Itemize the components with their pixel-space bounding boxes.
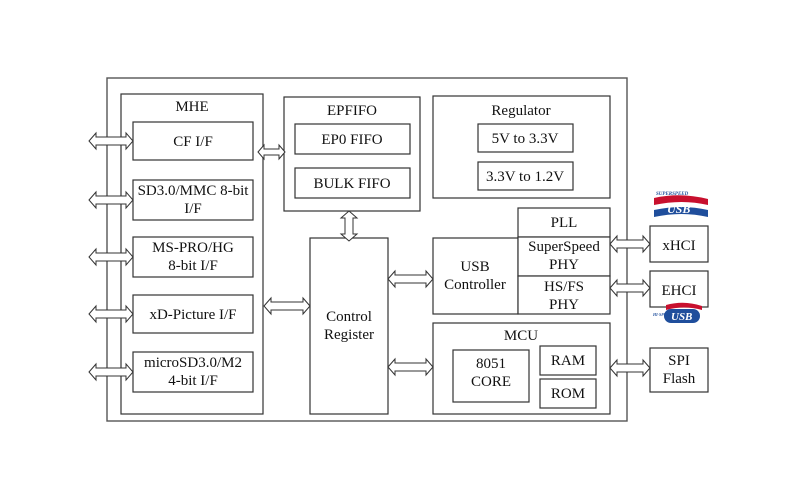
control-register-block — [309, 237, 389, 415]
xhci-label: xHCI — [662, 238, 695, 254]
hsfs-phy-label-line-2: PHY — [549, 297, 579, 313]
xd-picture-if-label: xD-Picture I/F — [149, 307, 236, 323]
control-usb-arrow — [387, 269, 434, 289]
reg-5v-box — [477, 123, 574, 153]
spi-flash-label-line-1: SPI — [668, 353, 690, 369]
sd-mmc-if-box — [132, 179, 254, 221]
usb-controller-block — [432, 237, 519, 315]
ep0-fifo-label: EP0 FIFO — [321, 132, 382, 148]
superspeed-phy-label-line-1: SuperSpeed — [528, 239, 600, 255]
usb-controller-label: USB Controller — [444, 259, 506, 293]
epfifo-title: EPFIFO — [327, 103, 377, 119]
ehci-label: EHCI — [662, 283, 697, 299]
microsd-if-label: microSD3.0/M2 4-bit I/F — [144, 355, 242, 389]
core-label-line-1: 8051 — [476, 356, 506, 372]
ms-external-arrow — [88, 247, 134, 267]
superspeed-logo-swoosh-blue — [654, 207, 708, 217]
usb-controller-label-line-1: USB — [460, 259, 489, 275]
control-register-label-line-2: Register — [324, 327, 374, 343]
hispeed-usb-logo: HI-SPEED USB — [652, 302, 702, 323]
epfifo-control-arrow — [339, 210, 359, 242]
hispeed-logo-caption: HI-SPEED — [652, 312, 672, 317]
mcu-spi-arrow — [609, 358, 651, 378]
chip-boundary — [106, 77, 628, 422]
pll-box — [517, 207, 611, 238]
cf-if-label: CF I/F — [173, 134, 213, 150]
control-register-label-line-1: Control — [326, 309, 372, 325]
spi-flash-box — [649, 347, 709, 393]
ram-label: RAM — [551, 353, 585, 369]
reg-5v-label: 5V to 3.3V — [492, 131, 559, 147]
ehci-box — [649, 270, 709, 308]
bulk-fifo-label: BULK FIFO — [313, 176, 390, 192]
rom-label: ROM — [551, 386, 585, 402]
ms-pro-if-box — [132, 236, 254, 278]
mhe-title: MHE — [175, 99, 208, 115]
usb-controller-label-line-2: Controller — [444, 277, 506, 293]
sd-mmc-if-label-line-2: I/F — [184, 201, 202, 217]
superspeed-logo-caption: SUPERSPEED — [656, 192, 689, 197]
superspeed-logo-swoosh-red — [654, 195, 708, 205]
ms-pro-if-label-line-1: MS-PRO/HG — [152, 240, 234, 256]
microsd-if-label-line-2: 4-bit I/F — [168, 373, 218, 389]
cf-external-arrow — [88, 131, 134, 151]
superspeed-usb-logo: SUPERSPEED USB — [654, 192, 708, 217]
mcu-title: MCU — [504, 328, 538, 344]
hsfs-phy-box — [517, 275, 611, 315]
rom-box — [539, 378, 597, 409]
hsfs-phy-label: HS/FS PHY — [544, 279, 584, 313]
microsd-if-box — [132, 351, 254, 393]
ms-pro-if-label: MS-PRO/HG 8-bit I/F — [152, 240, 234, 274]
microsd-external-arrow — [88, 362, 134, 382]
xd-picture-if-box — [132, 294, 254, 334]
reg-3v3-box — [477, 161, 574, 191]
reg-3v3-label: 3.3V to 1.2V — [486, 169, 564, 185]
bulk-fifo-box — [294, 167, 411, 199]
core-label-line-2: CORE — [471, 374, 511, 390]
xd-external-arrow — [88, 304, 134, 324]
hsfs-ehci-arrow — [609, 278, 651, 298]
hsfs-phy-label-line-1: HS/FS — [544, 279, 584, 295]
core-box — [452, 349, 530, 403]
superspeed-xhci-arrow — [609, 234, 651, 254]
spi-flash-label-line-2: Flash — [663, 371, 696, 387]
hispeed-logo-usb: USB — [671, 311, 692, 323]
microsd-if-label-line-1: microSD3.0/M2 — [144, 355, 242, 371]
control-mcu-arrow — [387, 357, 434, 377]
ms-pro-if-label-line-2: 8-bit I/F — [168, 258, 218, 274]
pll-label: PLL — [551, 215, 578, 231]
superspeed-phy-box — [517, 236, 611, 277]
superspeed-phy-label-line-2: PHY — [549, 257, 579, 273]
spi-flash-label: SPI Flash — [663, 353, 696, 387]
hispeed-logo-body — [664, 309, 700, 323]
xd-control-arrow — [263, 296, 311, 316]
hispeed-logo-swoosh-red — [666, 302, 702, 310]
regulator-title: Regulator — [491, 103, 550, 119]
cf-if-box — [132, 121, 254, 161]
sd-mmc-if-label-line-1: SD3.0/MMC 8-bit — [138, 183, 250, 199]
ram-box — [539, 345, 597, 376]
cf-epfifo-arrow — [257, 143, 286, 161]
sd-external-arrow — [88, 190, 134, 210]
superspeed-logo-usb: USB — [667, 202, 690, 216]
ep0-fifo-box — [294, 123, 411, 155]
